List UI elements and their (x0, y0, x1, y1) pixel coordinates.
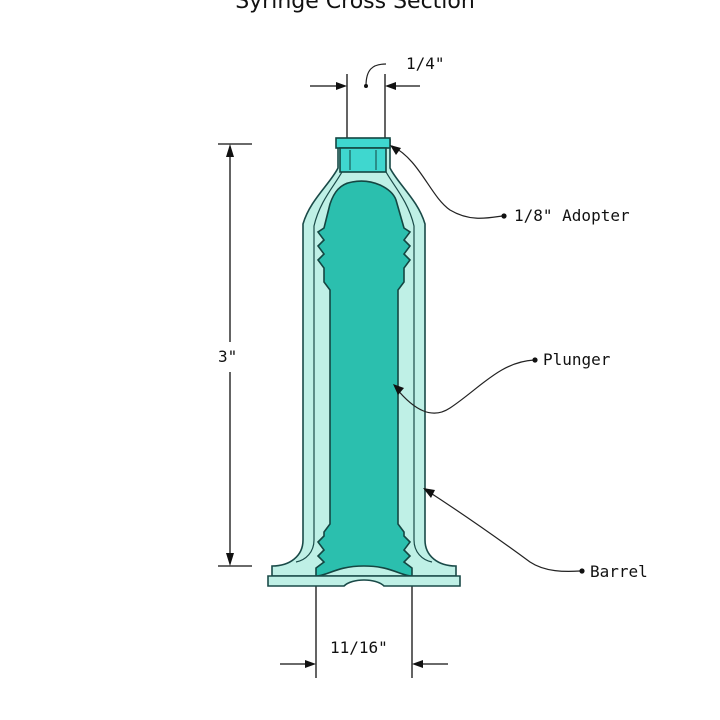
adapter-callout: 1/8" Adopter (390, 145, 630, 225)
plunger-callout: Plunger (393, 350, 611, 414)
adapter-label: 1/8" Adopter (514, 206, 630, 225)
diagram-title: Syringe Cross Section (235, 0, 475, 14)
barrel-callout: Barrel (423, 488, 648, 581)
height-label: 3" (218, 347, 237, 366)
plunger-body (315, 180, 413, 577)
height-dimension: 3" (218, 143, 252, 567)
base-width-label: 11/16" (330, 638, 388, 657)
plunger-label: Plunger (543, 350, 611, 369)
barrel-label: Barrel (590, 562, 648, 581)
adapter-cap (335, 137, 391, 173)
base-width-dimension: 11/16" (280, 580, 448, 678)
nozzle-width-dimension: 1/4" (310, 54, 445, 138)
nozzle-width-label: 1/4" (406, 54, 445, 73)
barrel-flange-base (267, 575, 461, 587)
